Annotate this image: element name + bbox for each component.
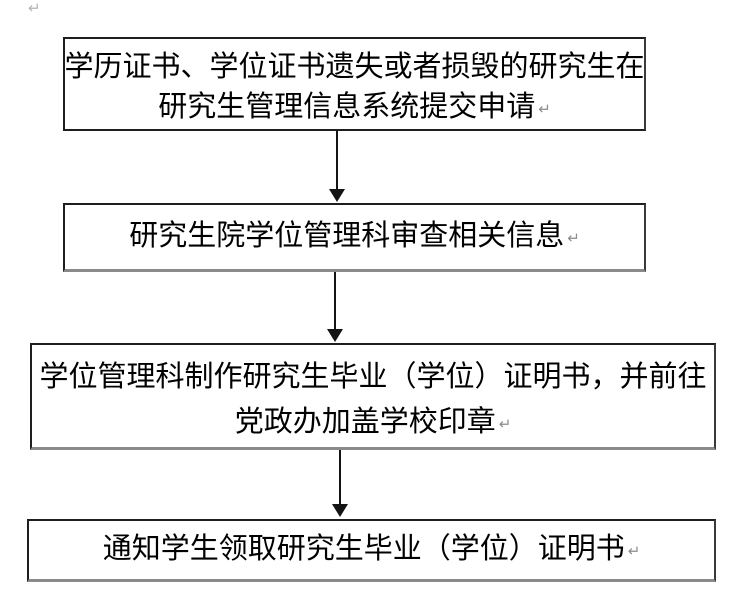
paragraph-mark: ↵ [538, 100, 551, 118]
paragraph-mark-top-left: ↵ [28, 0, 41, 17]
flow-step-3-line-1: 学位管理科制作研究生毕业（学位）证明书，并前往 [39, 360, 707, 393]
flow-step-3-line-2-text: 党政办加盖学校印章 [234, 405, 496, 438]
flow-step-4-line-1: 通知学生领取研究生毕业（学位）证明书↵ [103, 529, 641, 572]
paragraph-mark: ↵ [627, 542, 641, 560]
arrow-head-icon [327, 329, 343, 342]
arrow-step1-to-step2 [329, 131, 345, 202]
flow-step-1-line-2-text: 研究生管理信息系统提交申请 [158, 90, 536, 123]
flow-step-1: 学历证书、学位证书遗失或者损毁的研究生在 研究生管理信息系统提交申请↵ [63, 37, 646, 131]
flow-step-4: 通知学生领取研究生毕业（学位）证明书↵ [27, 519, 716, 582]
arrow-step2-to-step3 [327, 272, 343, 342]
flow-step-3-line-2: 党政办加盖学校印章↵ [235, 400, 512, 447]
flow-step-4-line-1-text: 通知学生领取研究生毕业（学位）证明书 [102, 532, 625, 565]
paragraph-mark: ↵ [567, 229, 580, 247]
arrow-shaft [339, 450, 341, 506]
arrow-step3-to-step4 [332, 450, 348, 517]
flow-step-3: 学位管理科制作研究生毕业（学位）证明书，并前往 党政办加盖学校印章↵ [30, 343, 716, 450]
arrow-shaft [334, 272, 336, 331]
flow-step-1-line-1: 学历证书、学位证书遗失或者损毁的研究生在 [64, 50, 645, 83]
arrow-head-icon [329, 189, 345, 202]
flow-step-1-line-2: 研究生管理信息系统提交申请↵ [158, 87, 551, 130]
arrow-shaft [336, 131, 338, 191]
flow-step-2: 研究生院学位管理科审查相关信息↵ [63, 203, 646, 272]
flow-step-2-line-1-text: 研究生院学位管理科审查相关信息 [129, 219, 565, 252]
arrow-head-icon [332, 504, 348, 517]
paragraph-mark: ↵ [498, 415, 512, 433]
flow-step-2-line-1: 研究生院学位管理科审查相关信息↵ [129, 216, 580, 259]
